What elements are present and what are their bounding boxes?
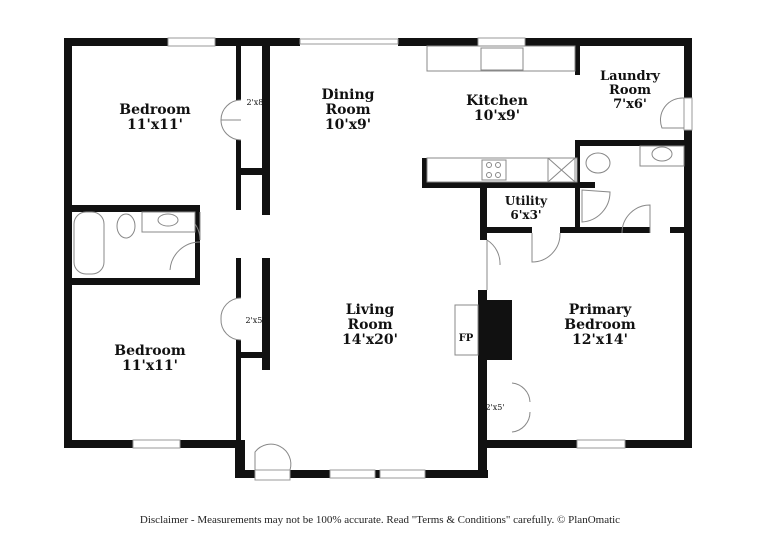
closet-label: 2'x8' [246,98,266,107]
fixtures [73,45,685,356]
windows [132,37,693,481]
disclaimer: Disclaimer - Measurements may not be 100… [139,514,621,526]
door-swings [169,97,685,471]
shower-icon [581,189,611,223]
kitchen-sink-icon [480,47,524,71]
closet-label: 2'x5' [245,316,265,325]
toilet-icon [585,152,611,174]
toilet-icon [116,213,136,239]
fireplace [454,304,479,356]
dishwasher-icon [547,157,576,183]
fireplace-label: FP [458,333,474,344]
stove-icon [481,159,507,181]
bathtub-icon [73,211,105,275]
closet-label: 2'x5' [485,403,505,412]
